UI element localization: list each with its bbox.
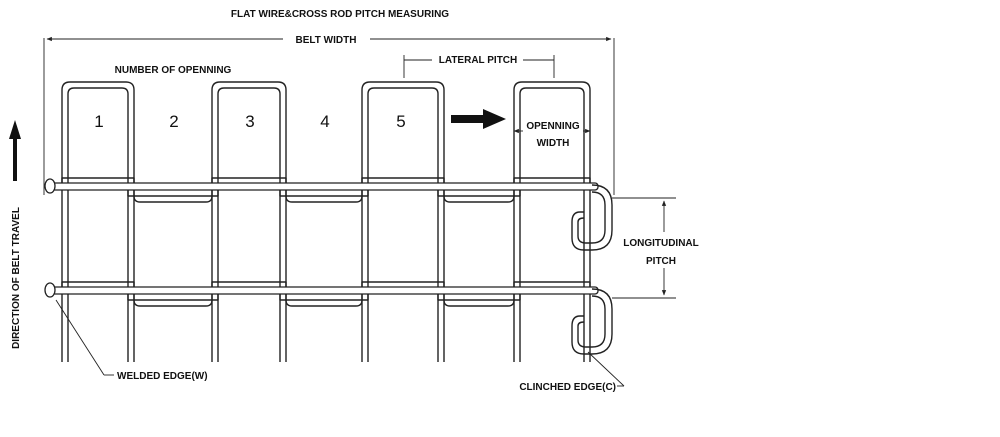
number-of-openings-label: NUMBER OF OPENNING xyxy=(115,65,232,76)
longitudinal-pitch-label-line2: PITCH xyxy=(646,256,676,267)
belt-width-dimension: BELT WIDTH xyxy=(43,35,615,195)
opening-number-1: 1 xyxy=(94,112,103,131)
arrow-up-icon xyxy=(9,120,21,181)
opening-number-2: 2 xyxy=(169,112,178,131)
welded-edge-callout: WELDED EDGE(W) xyxy=(55,299,208,382)
belt-mesh xyxy=(44,81,613,362)
opening-width-label-line1: OPENNING xyxy=(526,121,580,132)
lateral-pitch-dimension: LATERAL PITCH xyxy=(403,55,555,78)
opening-number-5: 5 xyxy=(396,112,405,131)
opening-width-dimension: OPENNING WIDTH xyxy=(513,121,591,149)
direction-label: DIRECTION OF BELT TRAVEL xyxy=(11,207,22,349)
arrow-right-icon xyxy=(451,109,506,129)
clinched-hook-2 xyxy=(571,288,613,355)
welded-edge-rod-1 xyxy=(44,178,56,194)
diagram-title: FLAT WIRE&CROSS ROD PITCH MEASURING xyxy=(231,9,449,20)
welded-edge-rod-2 xyxy=(44,282,56,298)
belt-width-label: BELT WIDTH xyxy=(296,35,357,46)
direction-of-travel: DIRECTION OF BELT TRAVEL xyxy=(9,120,22,349)
opening-number-3: 3 xyxy=(245,112,254,131)
cross-rod-1 xyxy=(51,182,599,191)
clinched-hook-1 xyxy=(571,184,613,251)
cross-rod-2 xyxy=(51,286,599,295)
opening-number-4: 4 xyxy=(320,112,329,131)
welded-edge-label: WELDED EDGE(W) xyxy=(117,371,208,382)
clinched-edge-callout: CLINCHED EDGE(C) xyxy=(519,351,625,393)
clinched-edge-label: CLINCHED EDGE(C) xyxy=(519,382,616,393)
longitudinal-pitch-label-line1: LONGITUDINAL xyxy=(623,238,699,249)
longitudinal-pitch-dimension: LONGITUDINAL PITCH xyxy=(612,197,699,299)
lateral-pitch-label: LATERAL PITCH xyxy=(439,55,518,66)
opening-width-label-line2: WIDTH xyxy=(537,138,570,149)
